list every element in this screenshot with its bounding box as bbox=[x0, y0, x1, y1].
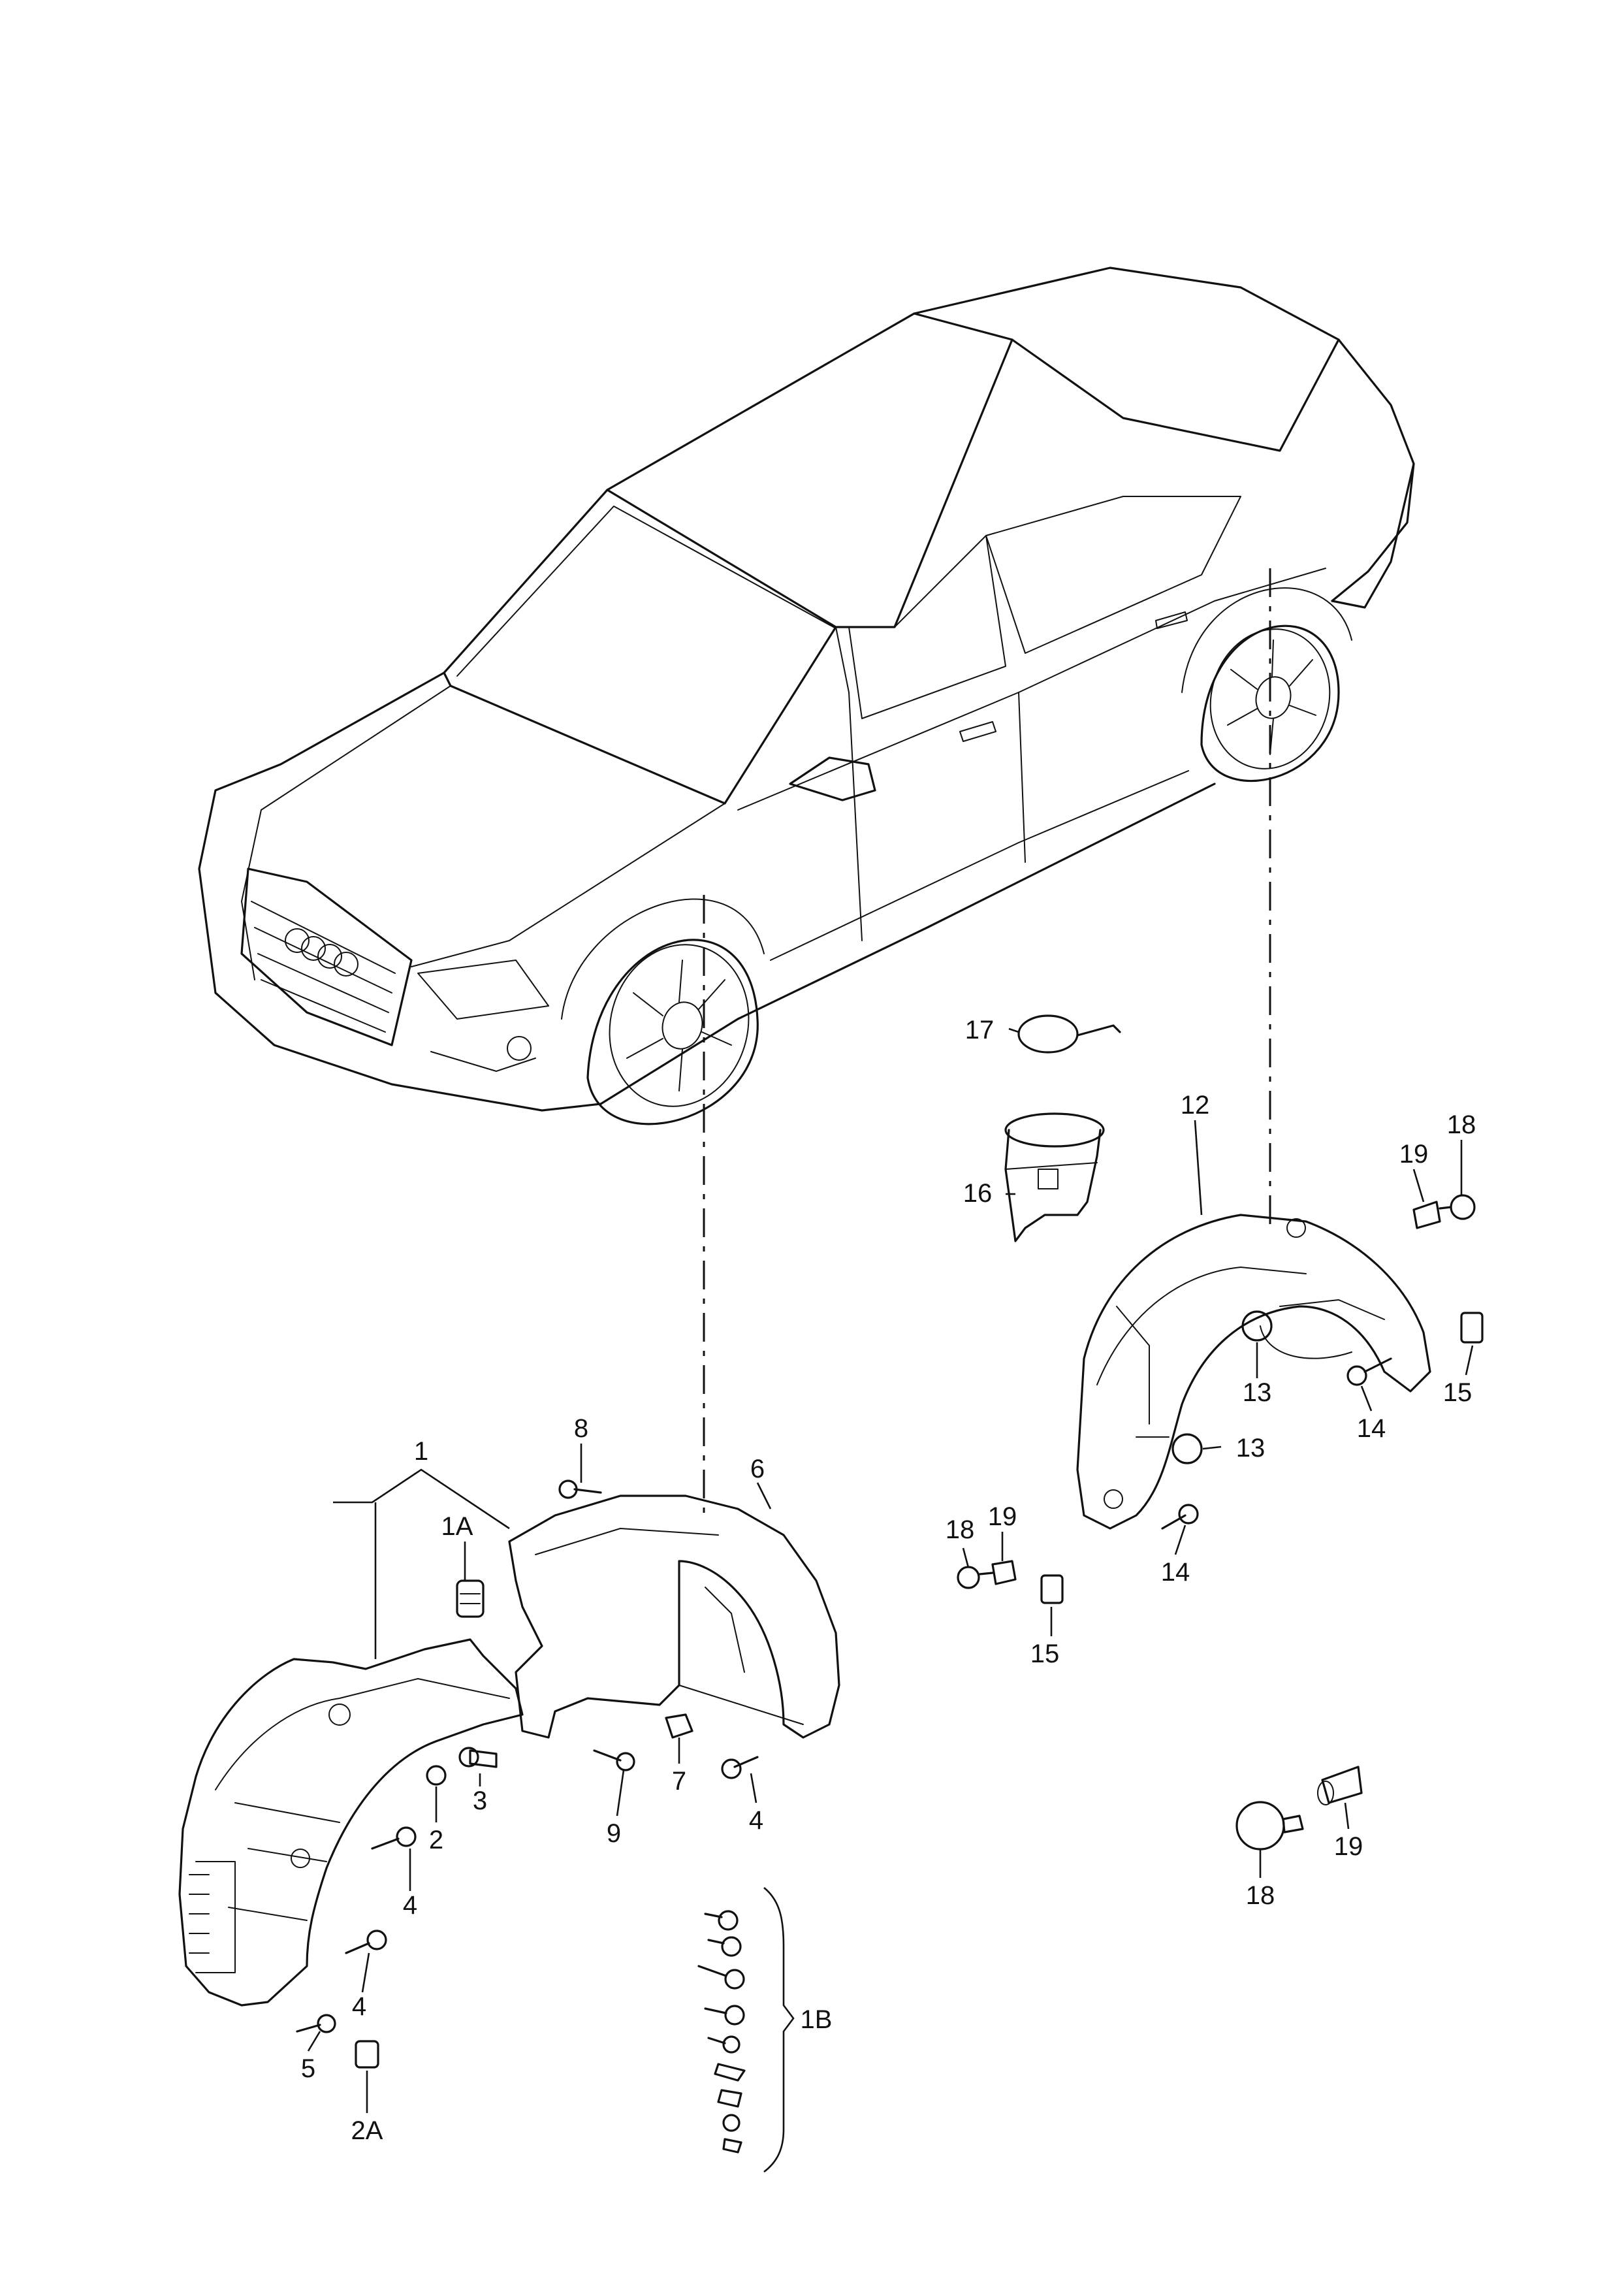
label-4b: 4 bbox=[352, 1992, 366, 2021]
label-19a: 19 bbox=[1399, 1140, 1429, 1169]
front-wheelhouse-liner bbox=[178, 1638, 524, 2007]
label-9: 9 bbox=[607, 1819, 621, 1848]
clamp-ring-17 bbox=[1017, 1014, 1121, 1054]
label-2: 2 bbox=[429, 1826, 443, 1854]
label-5: 5 bbox=[301, 2054, 315, 2083]
label-7: 7 bbox=[672, 1767, 686, 1796]
clip-1a bbox=[456, 1579, 485, 1618]
rear-wheelhouse-liner bbox=[1076, 1214, 1431, 1530]
label-4c: 4 bbox=[749, 1806, 763, 1835]
label-18a: 18 bbox=[1447, 1110, 1476, 1139]
label-18b: 18 bbox=[946, 1515, 975, 1544]
fasteners-rear bbox=[957, 1194, 1484, 1850]
fastener-set-1b bbox=[697, 1886, 795, 2173]
label-19c: 19 bbox=[1334, 1832, 1363, 1861]
label-15b: 15 bbox=[1030, 1640, 1060, 1668]
label-15a: 15 bbox=[1443, 1378, 1473, 1407]
leader-lines bbox=[307, 1027, 1474, 2113]
label-2a: 2A bbox=[351, 2116, 383, 2145]
front-liner-rear-section bbox=[508, 1494, 840, 1739]
callout-labels: 1 1A 3 2 4 4 5 2A 8 9 7 4 6 1B 17 16 12 … bbox=[301, 1016, 1476, 2145]
label-6: 6 bbox=[750, 1455, 765, 1483]
car-illustration bbox=[198, 267, 1415, 1125]
label-1a: 1A bbox=[441, 1512, 473, 1541]
label-14b: 14 bbox=[1161, 1558, 1190, 1587]
label-17: 17 bbox=[965, 1016, 995, 1044]
label-13a: 13 bbox=[1243, 1378, 1272, 1407]
front-wheel bbox=[561, 898, 765, 1125]
label-19b: 19 bbox=[988, 1502, 1017, 1531]
label-8: 8 bbox=[574, 1414, 588, 1443]
label-4a: 4 bbox=[403, 1891, 417, 1920]
label-18c: 18 bbox=[1246, 1881, 1275, 1910]
label-12: 12 bbox=[1181, 1091, 1210, 1120]
vent-tube-16 bbox=[1004, 1112, 1105, 1242]
fasteners-front bbox=[296, 1479, 759, 2069]
label-1: 1 bbox=[414, 1437, 428, 1466]
label-13b: 13 bbox=[1236, 1434, 1266, 1462]
label-16: 16 bbox=[963, 1179, 993, 1208]
label-1b: 1B bbox=[801, 2005, 833, 2034]
label-3: 3 bbox=[473, 1786, 487, 1815]
rear-wheel bbox=[1181, 587, 1352, 783]
label-14a: 14 bbox=[1357, 1414, 1386, 1443]
